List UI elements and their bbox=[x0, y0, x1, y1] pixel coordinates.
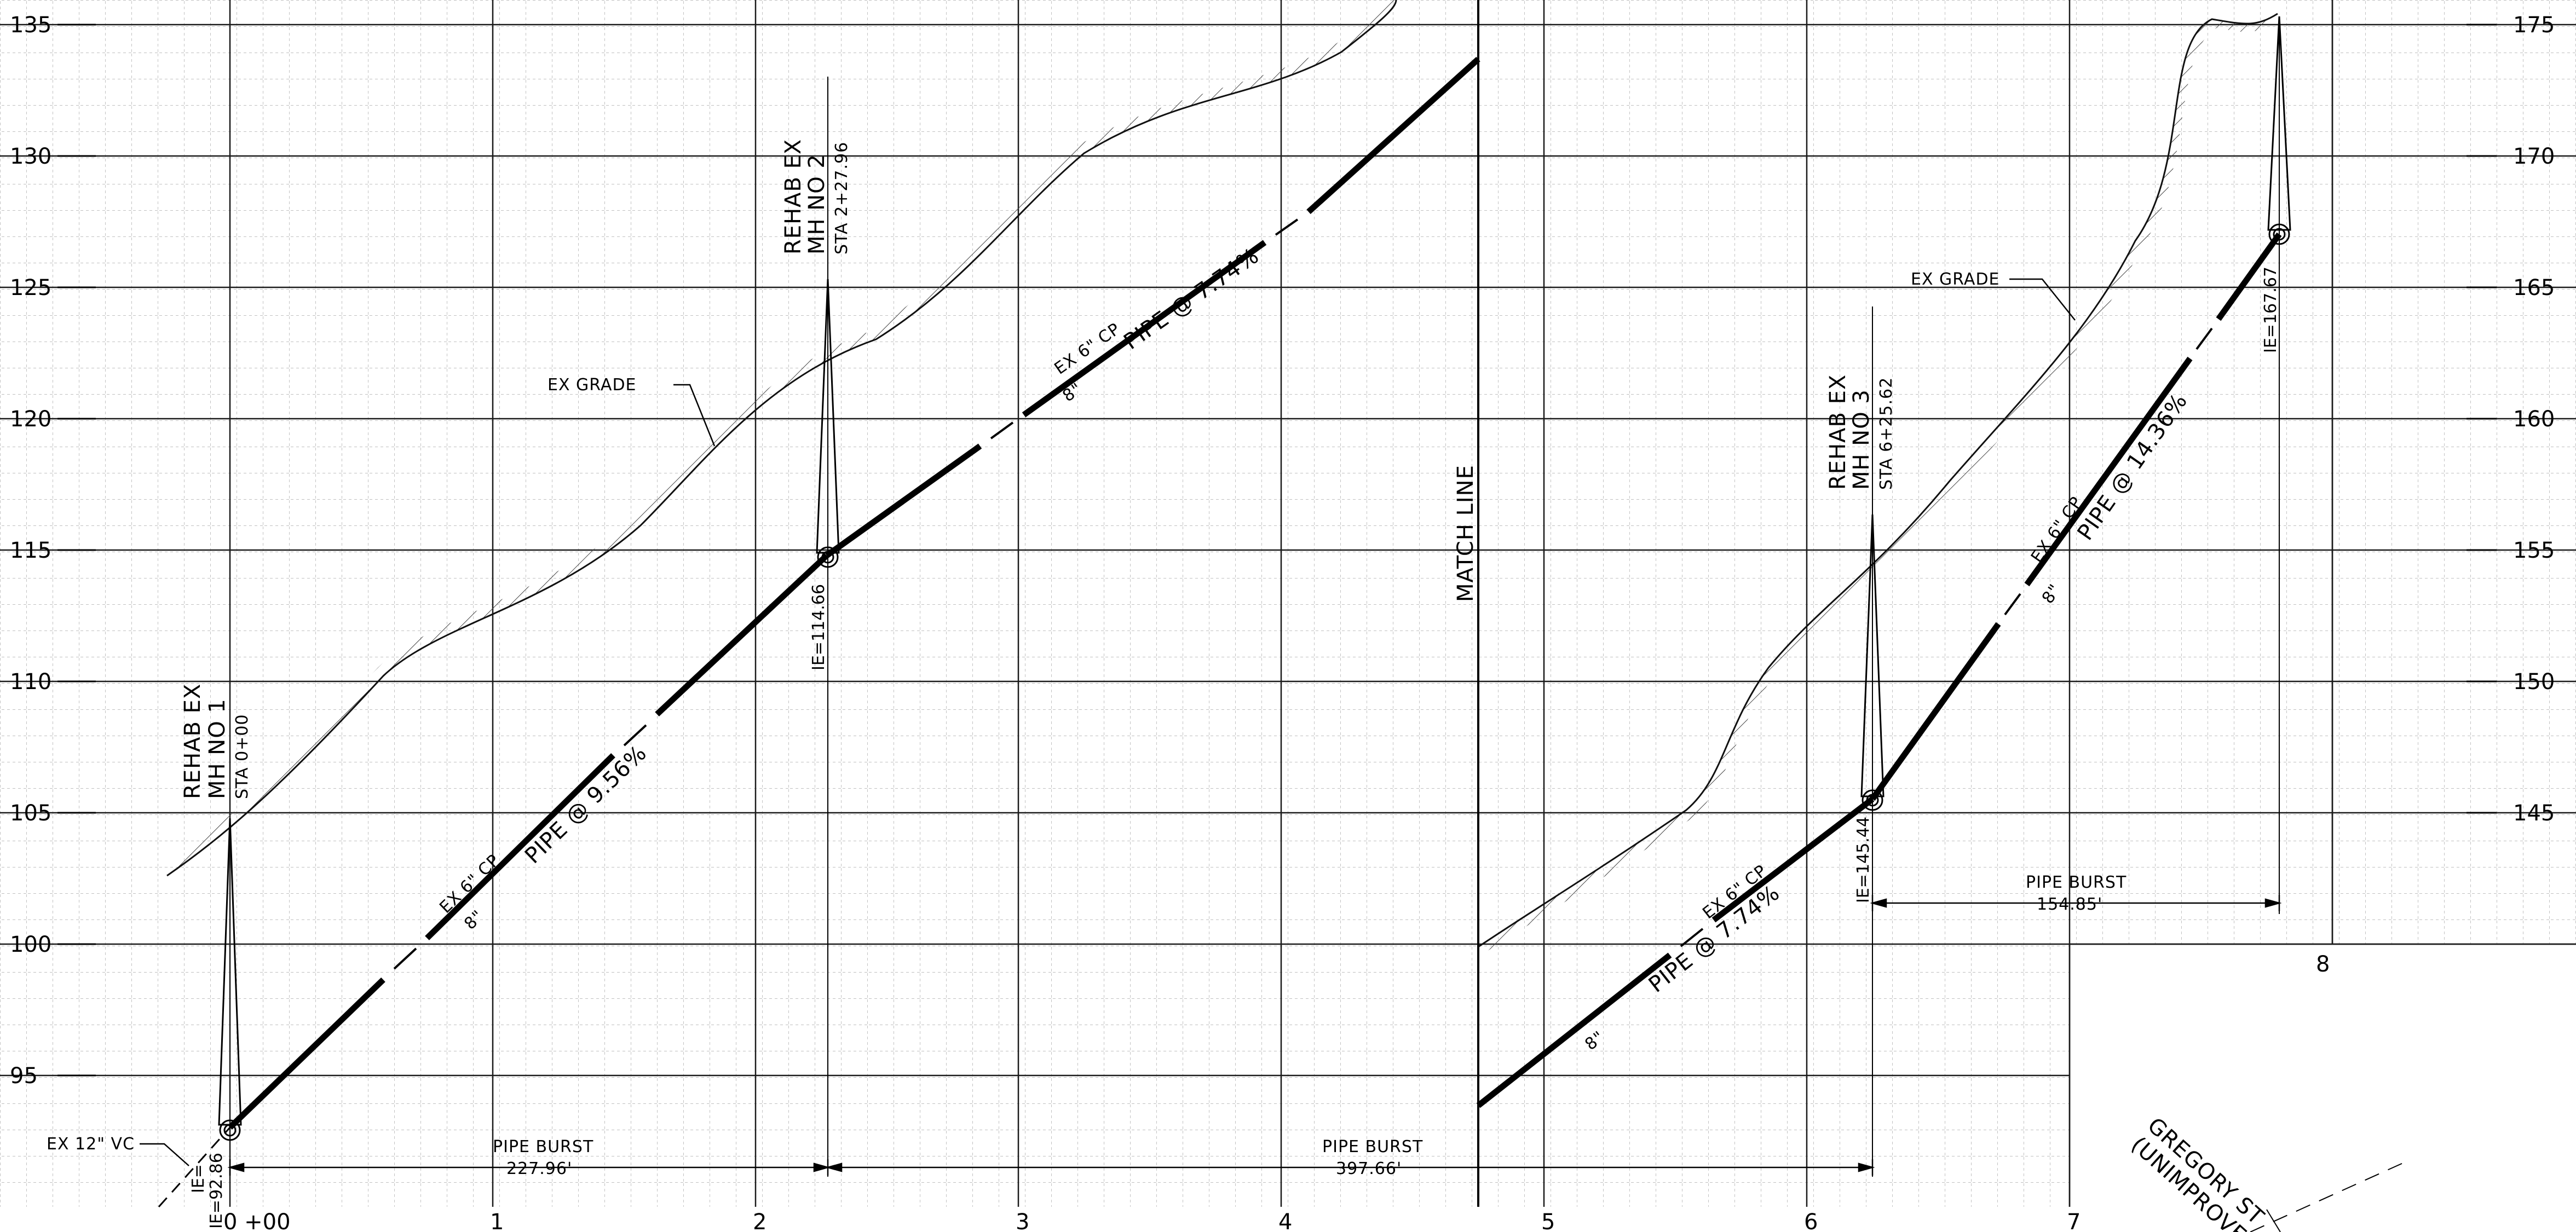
elev-label-right: 175 bbox=[2513, 13, 2555, 38]
mh2-station: STA 2+27.96 bbox=[832, 142, 851, 255]
elev-label-right: 145 bbox=[2513, 801, 2555, 826]
burst3-length: 154.85' bbox=[2037, 895, 2102, 914]
pipe-burst-dimension-2 bbox=[825, 1159, 1875, 1176]
pipe-right-run bbox=[1476, 232, 2282, 1108]
station-labels: 0 +00 1 2 3 4 5 6 7 8 bbox=[223, 952, 2330, 1232]
manhole-1-symbol bbox=[218, 818, 242, 1141]
burst2-label: PIPE BURST bbox=[1322, 1137, 1423, 1156]
existing-pipe-left bbox=[158, 1126, 231, 1208]
pipe-burst-dimension-1 bbox=[227, 1159, 831, 1176]
ground-line-left bbox=[166, 0, 1397, 877]
station-label: 3 bbox=[1016, 1210, 1029, 1232]
grid-area-right-upper bbox=[2070, 0, 2576, 944]
burst1-length: 227.96' bbox=[506, 1159, 572, 1178]
mh1-ie: IE=92.86 bbox=[207, 1153, 226, 1229]
elev-label-left: 105 bbox=[10, 801, 51, 826]
elev-label-right: 150 bbox=[2513, 669, 2555, 695]
elev-label-left: 120 bbox=[10, 407, 51, 432]
station-label: 6 bbox=[1804, 1210, 1818, 1232]
elev-label-left: 100 bbox=[10, 932, 51, 957]
elev-label-left: 95 bbox=[10, 1063, 38, 1089]
ex-vc-label: EX 12" VC bbox=[47, 1135, 135, 1154]
station-label: 8 bbox=[2316, 952, 2330, 977]
mh2-title-line1: REHAB EX bbox=[781, 139, 806, 255]
station-label: 7 bbox=[2067, 1210, 2081, 1232]
street-line bbox=[2250, 1160, 2410, 1232]
elev-label-right: 155 bbox=[2513, 538, 2555, 563]
mh1-ie-prefix: IE= bbox=[189, 1164, 208, 1193]
elev-label-right: 160 bbox=[2513, 407, 2555, 432]
station-label: 2 bbox=[753, 1210, 767, 1232]
station-label: 4 bbox=[1278, 1210, 1292, 1232]
mh3-title-line2: MH NO 3 bbox=[1849, 389, 1874, 490]
ground-line-right bbox=[1478, 13, 2278, 948]
station-label: 0 +00 bbox=[223, 1210, 291, 1232]
elev-label-left: 125 bbox=[10, 275, 51, 300]
elevation-scale-right: 145 150 155 160 165 170 175 bbox=[2466, 13, 2555, 826]
ex-vc-leader bbox=[140, 1143, 189, 1166]
elevation-scale-left: 95 100 105 110 115 120 125 130 135 bbox=[10, 13, 96, 1089]
elev-label-left: 135 bbox=[10, 13, 51, 38]
mh2-title-line2: MH NO 2 bbox=[804, 154, 829, 255]
ex-grade-leader-left bbox=[673, 384, 716, 447]
station-label: 5 bbox=[1541, 1210, 1555, 1232]
mh3-station: STA 6+25.62 bbox=[1877, 377, 1896, 490]
pipe-left-run bbox=[228, 56, 1480, 1130]
elev-label-right: 170 bbox=[2513, 144, 2555, 169]
station-label: 1 bbox=[490, 1210, 504, 1232]
major-grid bbox=[0, 0, 2576, 1207]
burst3-label: PIPE BURST bbox=[2026, 873, 2127, 892]
mh3-title-line1: REHAB EX bbox=[1825, 374, 1851, 490]
pipe-burst-dimension-3 bbox=[1870, 895, 2282, 911]
ex-grade-label-right: EX GRADE bbox=[1911, 270, 2000, 289]
mh1-title-line1: REHAB EX bbox=[180, 684, 205, 799]
elev-label-left: 115 bbox=[10, 538, 51, 563]
mh1-station: STA 0+00 bbox=[233, 714, 252, 800]
burst1-label: PIPE BURST bbox=[493, 1137, 593, 1156]
ex-grade-leader-right bbox=[2009, 278, 2076, 321]
mh1-title-line2: MH NO 1 bbox=[205, 698, 230, 799]
match-line-label: MATCH LINE bbox=[1453, 465, 1478, 602]
mh2-ie: IE=114.66 bbox=[809, 584, 828, 670]
ex-grade-label-left: EX GRADE bbox=[548, 375, 637, 395]
grid-blank-lower-right bbox=[2070, 944, 2576, 1232]
elev-label-left: 110 bbox=[10, 669, 51, 695]
street-tick bbox=[2266, 1209, 2281, 1232]
mh3-ie: IE=145.44 bbox=[1854, 817, 1873, 903]
mh4-ie: IE=167.67 bbox=[2261, 267, 2280, 353]
grid-area-left bbox=[0, 0, 2070, 1207]
burst2-length: 397.66' bbox=[1336, 1159, 1402, 1178]
elev-label-right: 165 bbox=[2513, 275, 2555, 300]
elev-label-left: 130 bbox=[10, 144, 51, 169]
